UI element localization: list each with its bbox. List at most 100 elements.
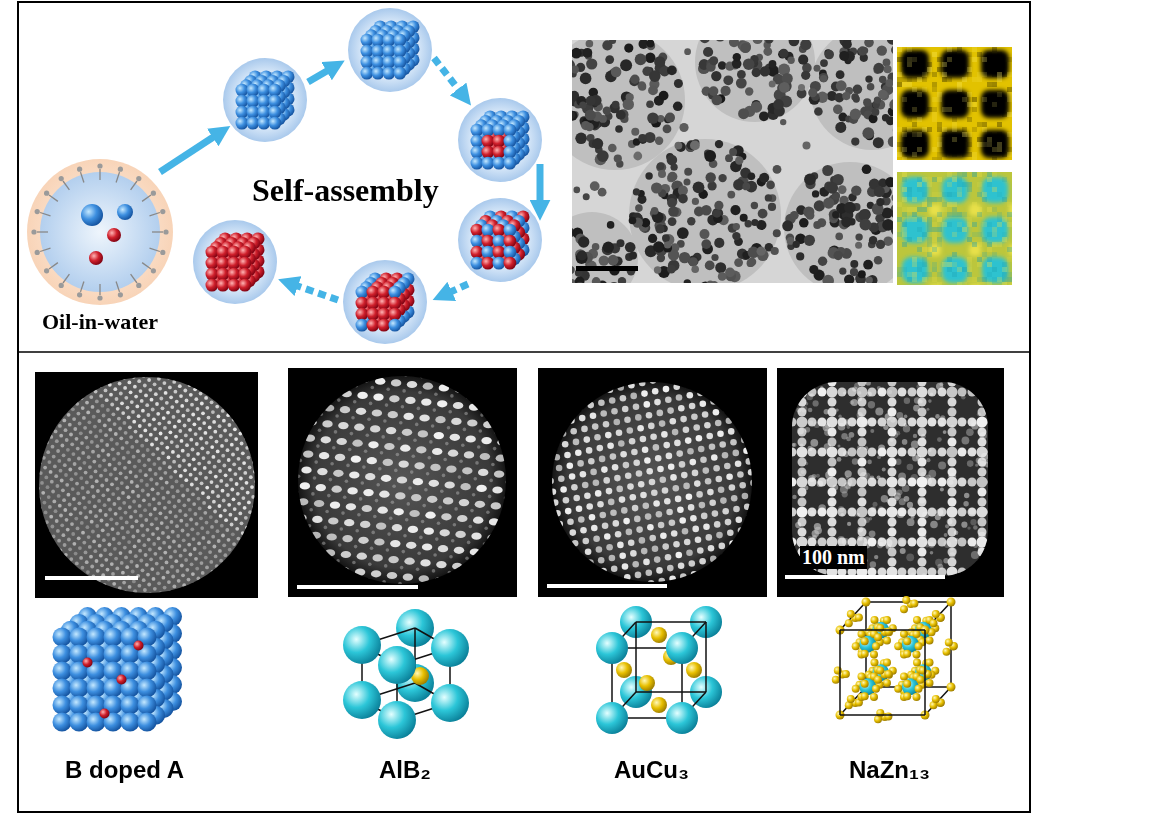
lattice-dot — [115, 442, 119, 446]
nanoparticle-dot — [818, 257, 827, 266]
nanoparticle-dot — [646, 40, 654, 48]
nanoparticle-dot — [858, 270, 866, 278]
emulsion-droplet — [343, 260, 427, 344]
nanoparticle-dot — [679, 123, 688, 132]
eds-noise — [902, 212, 907, 217]
eds-noise — [957, 282, 962, 285]
lattice-dot — [46, 450, 50, 454]
lattice-dot — [86, 490, 90, 494]
lattice-dot — [60, 479, 64, 483]
lattice-dot — [50, 480, 54, 484]
eds-noise — [972, 107, 977, 112]
blue-nanoparticle — [269, 106, 282, 119]
eds-noise — [952, 207, 957, 212]
superparticle-halo — [695, 40, 815, 122]
blue-nanoparticle — [361, 67, 374, 80]
eds-noise — [967, 132, 972, 137]
nanoparticle-dot — [739, 41, 751, 53]
lattice-dot — [55, 439, 59, 443]
lattice-dot — [209, 391, 213, 395]
lattice-dot — [72, 452, 76, 456]
nanoparticle-dot — [836, 70, 845, 79]
blue-nanoparticle — [504, 246, 517, 259]
lattice-dot — [137, 539, 141, 543]
nanoparticle-dot — [823, 198, 834, 209]
eds-noise — [897, 272, 902, 277]
nanoparticle-dot — [665, 113, 675, 123]
lattice-dot — [120, 526, 124, 530]
eds-noise — [912, 122, 917, 127]
eds-noise — [907, 217, 912, 222]
lattice-dot — [47, 495, 51, 499]
lattice-dot — [154, 437, 158, 441]
lattice-dot — [189, 393, 193, 397]
eds-noise — [962, 267, 967, 272]
nanoparticle-dot — [751, 101, 762, 112]
nanoparticle-dot — [769, 81, 776, 88]
nanoparticle-dot — [572, 65, 579, 73]
eds-noise — [957, 187, 962, 192]
lattice-dot — [106, 408, 110, 412]
nanoparticle-dot — [850, 109, 861, 120]
eds-noise — [902, 82, 907, 87]
eds-noise — [932, 177, 937, 182]
nanoparticle-dot — [729, 40, 739, 47]
lattice-dot — [61, 488, 65, 492]
eds-noise — [897, 47, 902, 52]
nanoparticle-dot — [691, 265, 699, 273]
lattice-dot — [139, 514, 143, 518]
nanoparticle-dot — [580, 73, 592, 85]
lattice-dot — [82, 541, 86, 545]
nanoparticle-dot — [820, 75, 827, 82]
nanoparticle-dot — [657, 162, 665, 170]
lattice-dot — [68, 468, 72, 472]
eds-noise — [1007, 57, 1012, 62]
eds-noise — [937, 57, 942, 62]
eds-noise — [1002, 62, 1007, 67]
nanoparticle-dot — [714, 201, 723, 210]
lattice-dot — [60, 558, 64, 562]
red-nanoparticle — [239, 268, 252, 281]
eds-noise — [952, 137, 957, 142]
lattice-dot — [226, 413, 230, 417]
nanoparticle-dot — [715, 262, 726, 273]
blue-nanoparticle — [236, 106, 249, 119]
lattice-dot — [185, 399, 189, 403]
nanoparticle-dot — [790, 211, 799, 220]
eds-noise — [932, 97, 937, 102]
nanoparticle-dot — [638, 83, 646, 91]
eds-noise — [982, 197, 987, 202]
eds-noise — [1007, 152, 1012, 157]
lattice-dot — [103, 583, 107, 587]
eds-noise — [952, 152, 957, 157]
eds-noise — [937, 122, 942, 127]
lattice-dot — [79, 476, 83, 480]
eds-noise — [897, 127, 902, 132]
lattice-dot — [188, 428, 192, 432]
lattice-dot — [199, 437, 203, 441]
eds-noise — [912, 197, 917, 202]
nanoparticle-dot — [740, 43, 750, 53]
nanoparticle-dot — [605, 55, 614, 64]
eds-noise — [1007, 222, 1012, 227]
eds-noise — [922, 262, 927, 267]
nanoparticle-dot — [725, 268, 735, 278]
lattice-dot — [196, 407, 200, 411]
eds-noise — [927, 202, 932, 207]
eds-noise — [972, 47, 977, 52]
nanoparticle-dot — [583, 193, 590, 200]
eds-noise — [932, 277, 937, 282]
eds-noise — [927, 227, 932, 232]
lattice-dot — [133, 545, 137, 549]
red-nanoparticle — [493, 135, 506, 148]
lattice-dot — [84, 516, 88, 520]
lattice-dot — [104, 513, 108, 517]
lattice-dot — [108, 508, 112, 512]
lattice-dot — [178, 464, 182, 468]
lattice-dot — [73, 427, 77, 431]
lattice-dot — [95, 479, 99, 483]
eds-noise — [957, 82, 962, 87]
eds-noise — [987, 282, 992, 285]
lattice-dot — [73, 507, 77, 511]
lattice-dot — [215, 440, 219, 444]
